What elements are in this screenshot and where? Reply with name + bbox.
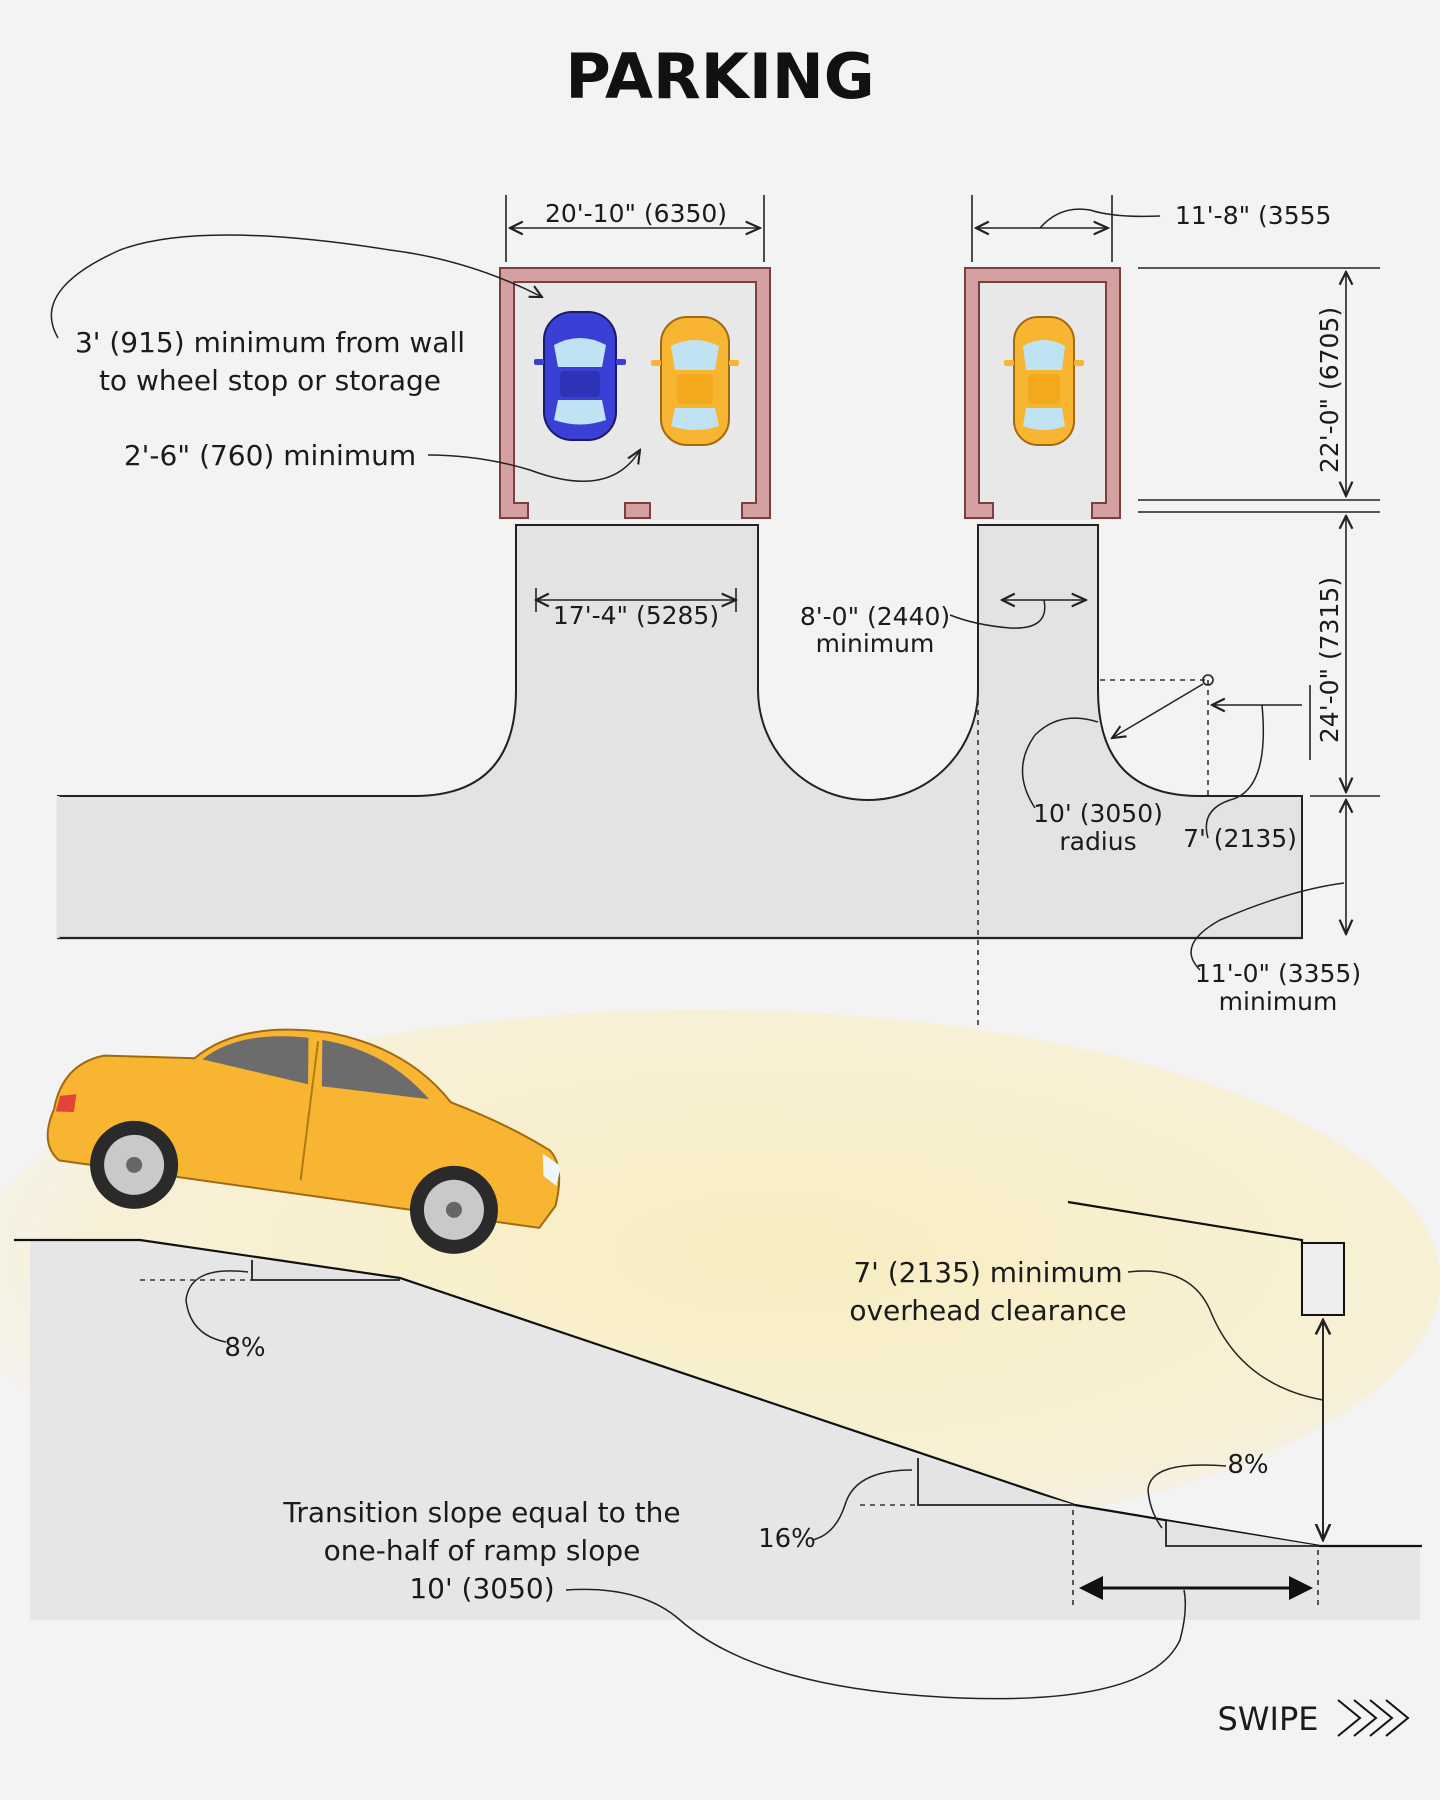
street-width-dim: 11'-0" (3355) bbox=[1195, 959, 1361, 988]
slope-top-label: 8% bbox=[224, 1333, 265, 1363]
single-garage-wall bbox=[964, 267, 1121, 519]
dim-garage-depth: 22'-0" (6705) bbox=[1315, 307, 1344, 473]
rear-wheel bbox=[90, 1120, 179, 1209]
swipe-indicator[interactable]: SWIPE bbox=[1218, 1699, 1410, 1738]
center-post bbox=[624, 502, 651, 519]
page-title: PARKING bbox=[565, 40, 874, 113]
slope-bottom-label: 8% bbox=[1227, 1450, 1268, 1480]
ceiling-beam bbox=[1301, 1242, 1345, 1316]
chevron-right-icon bbox=[1337, 1699, 1410, 1737]
radius-label-2: radius bbox=[1059, 827, 1136, 856]
yellow-car-top-1 bbox=[651, 316, 739, 446]
section-view: 7' (2135) minimum overhead clearance 8% … bbox=[0, 1010, 1440, 1700]
note-wall-line1: 3' (915) minimum from wall bbox=[75, 326, 465, 359]
front-wheel bbox=[409, 1165, 498, 1254]
clearance-label-1: 7' (2135) minimum bbox=[853, 1256, 1122, 1289]
slope-mid-label: 16% bbox=[758, 1524, 816, 1554]
street-width-min: minimum bbox=[1219, 987, 1338, 1016]
plan-view: 20'-10" (6350) 11'-8" (3555 22'-0" (6705… bbox=[50, 195, 1380, 1030]
note-between-cars: 2'-6" (760) minimum bbox=[124, 439, 416, 472]
swipe-label: SWIPE bbox=[1218, 1700, 1319, 1738]
clearance-label-2: overhead clearance bbox=[849, 1294, 1126, 1327]
dim-apron-depth: 24'-0" (7315) bbox=[1315, 577, 1344, 743]
transition-note-2: one-half of ramp slope bbox=[324, 1534, 641, 1567]
yellow-car-top-2 bbox=[1004, 316, 1084, 446]
yellow-car-side bbox=[46, 1028, 562, 1254]
radius-label: 10' (3050) bbox=[1033, 799, 1163, 828]
dim-door-double: 17'-4" (5285) bbox=[553, 601, 719, 630]
note-wall-line2: to wheel stop or storage bbox=[99, 364, 441, 397]
transition-note-1: Transition slope equal to the bbox=[282, 1496, 680, 1529]
ramp-line bbox=[14, 1238, 1422, 1548]
dim-single-width: 11'-8" (3555 bbox=[1175, 201, 1331, 230]
double-garage-wall bbox=[499, 267, 771, 519]
dim-double-width: 20'-10" (6350) bbox=[545, 199, 727, 228]
pavement bbox=[57, 524, 1303, 939]
dim-door-single-min: minimum bbox=[816, 629, 935, 658]
blue-car-top bbox=[534, 311, 626, 441]
dim-7-plan: 7' (2135) bbox=[1183, 824, 1297, 853]
dim-door-single: 8'-0" (2440) bbox=[800, 602, 950, 631]
transition-note-3: 10' (3050) bbox=[409, 1572, 554, 1605]
